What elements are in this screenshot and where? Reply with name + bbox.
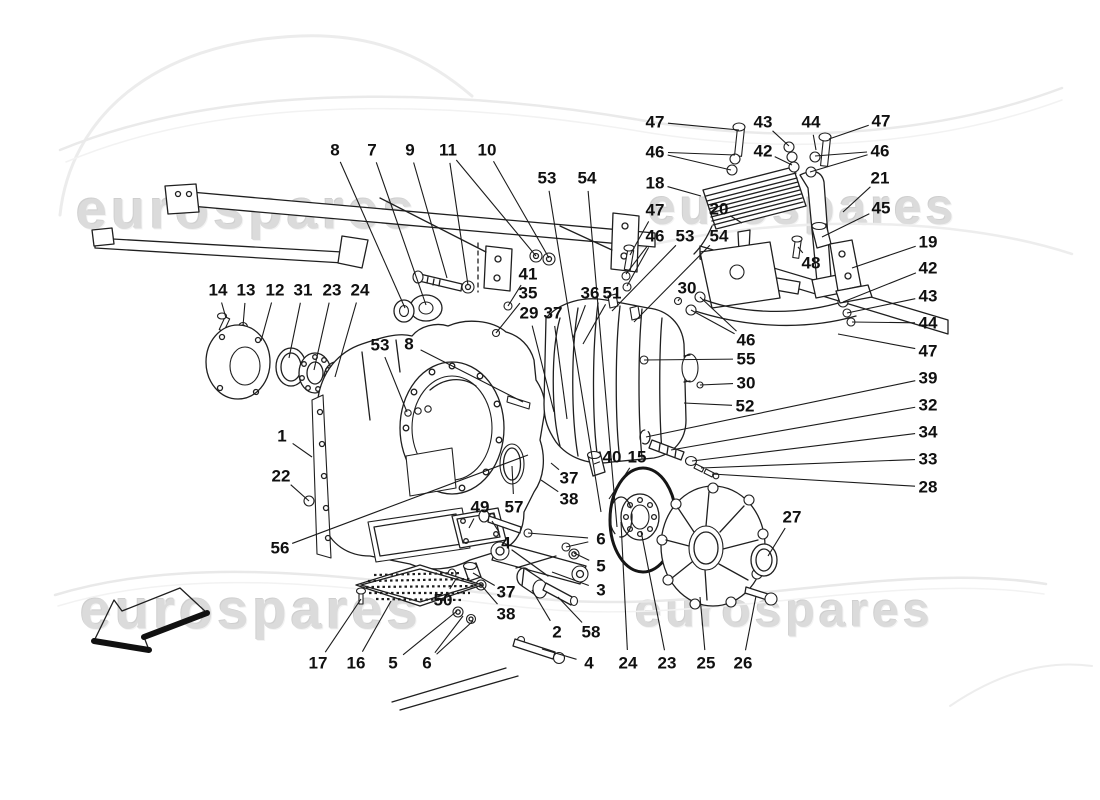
callout-53: 53 (675, 226, 695, 246)
oil-cooler-drawing (621, 122, 873, 327)
callout-14: 14 (208, 280, 228, 300)
callout-49: 49 (470, 497, 490, 517)
callout-39: 39 (918, 368, 938, 388)
callout-17: 17 (308, 653, 328, 673)
callout-19: 19 (918, 232, 938, 252)
callout-37: 37 (496, 582, 516, 602)
callout-37: 37 (543, 303, 563, 323)
callout-47: 47 (871, 111, 891, 131)
callout-43: 43 (918, 286, 938, 306)
background-swoosh-curves (53, 34, 1093, 707)
callout-15: 15 (627, 447, 647, 467)
callout-35: 35 (518, 283, 538, 303)
callout-10: 10 (477, 140, 497, 160)
callout-43: 43 (753, 112, 773, 132)
callout-11: 11 (439, 140, 457, 160)
callout-23: 23 (657, 653, 677, 673)
rear-carrier-housing-drawing (543, 293, 720, 480)
callout-5: 5 (388, 653, 398, 673)
callout-6: 6 (596, 529, 606, 549)
callout-4: 4 (501, 533, 511, 553)
callout-54: 54 (577, 168, 597, 188)
clutch-cover-group-drawing (608, 466, 778, 610)
callout-34: 34 (918, 422, 938, 442)
callout-37: 37 (559, 468, 579, 488)
callout-6: 6 (422, 653, 432, 673)
callout-26: 26 (733, 653, 753, 673)
callout-13: 13 (236, 280, 256, 300)
callout-45: 45 (871, 198, 891, 218)
callout-18: 18 (645, 173, 665, 193)
callout-51: 51 (602, 283, 622, 303)
callout-42: 42 (753, 141, 773, 161)
callout-16: 16 (346, 653, 366, 673)
callout-3: 3 (596, 580, 606, 600)
callout-47: 47 (645, 112, 665, 132)
callout-9: 9 (405, 140, 415, 160)
lower-link-and-fasteners-drawing (355, 507, 589, 665)
callout-21: 21 (870, 168, 890, 188)
callout-55: 55 (736, 349, 756, 369)
callout-44: 44 (801, 112, 821, 132)
callout-5: 5 (596, 556, 606, 576)
callout-57: 57 (504, 497, 524, 517)
callout-20: 20 (709, 199, 729, 219)
callout-44: 44 (918, 313, 938, 333)
callout-36: 36 (580, 283, 600, 303)
callout-27: 27 (782, 507, 802, 527)
callout-46: 46 (645, 142, 665, 162)
callout-33: 33 (918, 449, 938, 469)
callout-22: 22 (271, 466, 291, 486)
callout-29: 29 (519, 303, 539, 323)
callout-30: 30 (736, 373, 756, 393)
callout-31: 31 (293, 280, 313, 300)
callout-25: 25 (696, 653, 716, 673)
callout-53: 53 (370, 335, 390, 355)
callout-42: 42 (918, 258, 938, 278)
callout-53: 53 (537, 168, 557, 188)
callout-28: 28 (918, 477, 938, 497)
callout-54: 54 (709, 226, 729, 246)
callout-32: 32 (918, 395, 938, 415)
engine-mount-damper-drawing (393, 249, 556, 323)
callout-38: 38 (559, 489, 579, 509)
callout-7: 7 (367, 140, 377, 160)
callout-2: 2 (552, 622, 562, 642)
direction-arrow-icon (91, 587, 210, 653)
gearbox-housing-drawing (303, 301, 572, 570)
side-flange-bearing-group-drawing (205, 312, 349, 400)
callout-12: 12 (265, 280, 285, 300)
callout-8: 8 (330, 140, 340, 160)
callout-52: 52 (735, 396, 755, 416)
callout-56: 56 (270, 538, 290, 558)
callout-41: 41 (518, 264, 538, 284)
callout-30: 30 (677, 278, 697, 298)
callout-46: 46 (870, 141, 890, 161)
callout-50: 50 (433, 590, 453, 610)
callout-46: 46 (645, 226, 665, 246)
callout-47: 47 (645, 200, 665, 220)
callout-24: 24 (618, 653, 638, 673)
callout-24: 24 (350, 280, 370, 300)
callout-40: 40 (602, 447, 622, 467)
callout-38: 38 (496, 604, 516, 624)
callout-1: 1 (277, 426, 287, 446)
callout-58: 58 (581, 622, 601, 642)
callout-48: 48 (801, 253, 821, 273)
callout-4: 4 (584, 653, 594, 673)
callout-47: 47 (918, 341, 938, 361)
callout-8: 8 (404, 334, 414, 354)
leader-lines (221, 122, 917, 660)
callout-46: 46 (736, 330, 756, 350)
callout-23: 23 (322, 280, 342, 300)
